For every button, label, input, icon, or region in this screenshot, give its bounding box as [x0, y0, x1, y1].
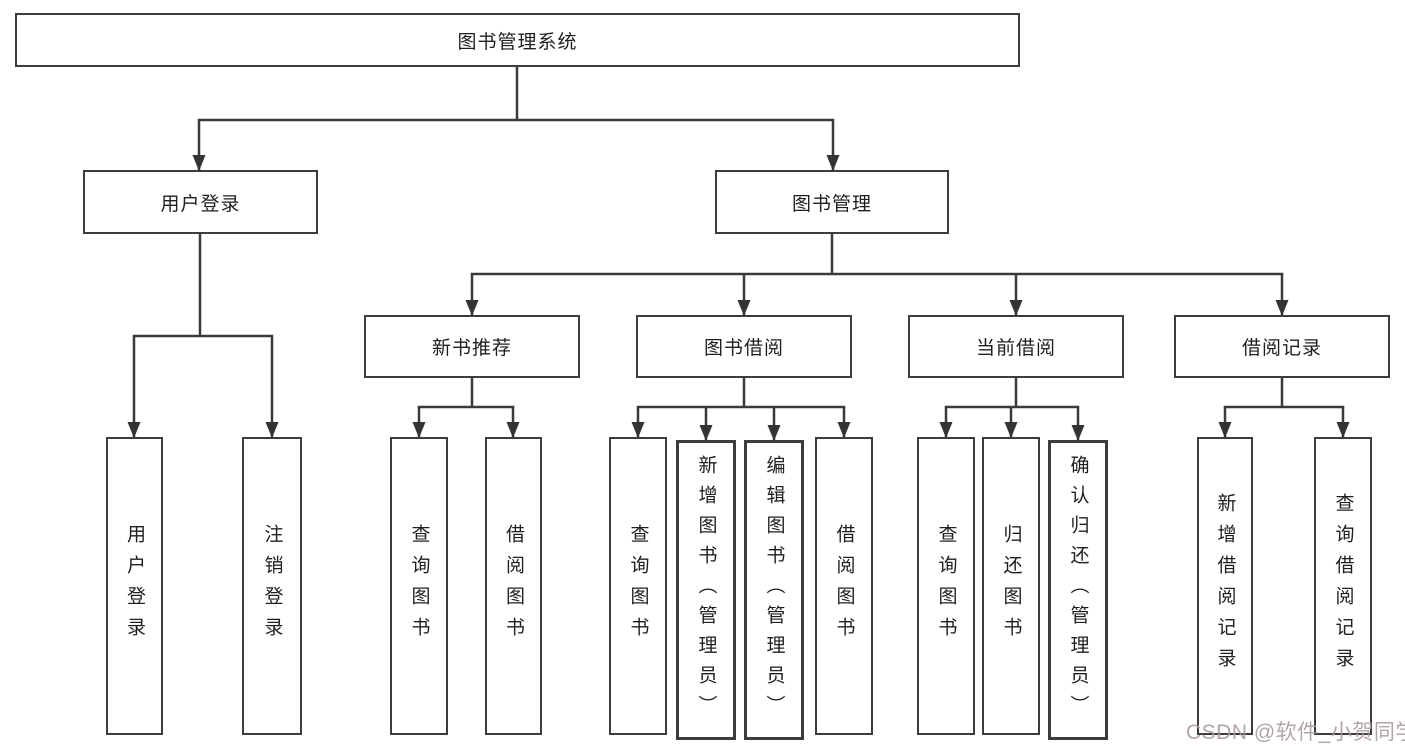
leaf-confirm-return-admin: 确认归还（管理员） — [1048, 440, 1108, 740]
leaf-return-books: 归还图书 — [982, 437, 1040, 735]
node-new-book-recommendation: 新书推荐 — [364, 315, 580, 378]
leaf-label: 查询图书 — [408, 524, 430, 648]
leaf-label: 新增借阅记录 — [1214, 493, 1236, 679]
leaf-label: 借阅图书 — [503, 524, 524, 648]
node-current-borrowing: 当前借阅 — [908, 315, 1124, 378]
leaf-query-books: 查询图书 — [390, 437, 448, 735]
leaf-label: 确认归还（管理员） — [1067, 455, 1089, 725]
leaf-label: 查询图书 — [627, 524, 649, 648]
node-user-login: 用户登录 — [83, 170, 318, 234]
leaf-borrow-books: 借阅图书 — [815, 437, 873, 735]
leaf-user-login: 用户登录 — [106, 437, 163, 735]
node-book-management: 图书管理 — [715, 170, 949, 234]
leaf-label: 用户登录 — [124, 524, 145, 648]
watermark: CSDN @软件_小贺同学 — [1186, 721, 1405, 744]
node-borrowing-records: 借阅记录 — [1174, 315, 1390, 378]
leaf-add-borrow-record: 新增借阅记录 — [1197, 437, 1253, 735]
leaf-borrow-books: 借阅图书 — [485, 437, 542, 735]
leaf-query-books: 查询图书 — [917, 437, 975, 735]
leaf-label: 注销登录 — [261, 524, 283, 648]
node-book-borrowing: 图书借阅 — [636, 315, 852, 378]
leaf-label: 编辑图书（管理员） — [763, 455, 785, 725]
leaf-label: 查询借阅记录 — [1332, 493, 1354, 679]
leaf-label: 新增图书（管理员） — [695, 455, 717, 725]
leaf-query-borrow-record: 查询借阅记录 — [1314, 437, 1372, 735]
leaf-query-books: 查询图书 — [609, 437, 667, 735]
leaf-label: 查询图书 — [935, 524, 957, 648]
leaf-label: 归还图书 — [1000, 524, 1022, 648]
node-library-management-system: 图书管理系统 — [15, 13, 1020, 67]
leaf-label: 借阅图书 — [833, 524, 855, 648]
leaf-add-book-admin: 新增图书（管理员） — [676, 440, 736, 740]
leaf-logout: 注销登录 — [242, 437, 302, 735]
leaf-edit-book-admin: 编辑图书（管理员） — [744, 440, 804, 740]
